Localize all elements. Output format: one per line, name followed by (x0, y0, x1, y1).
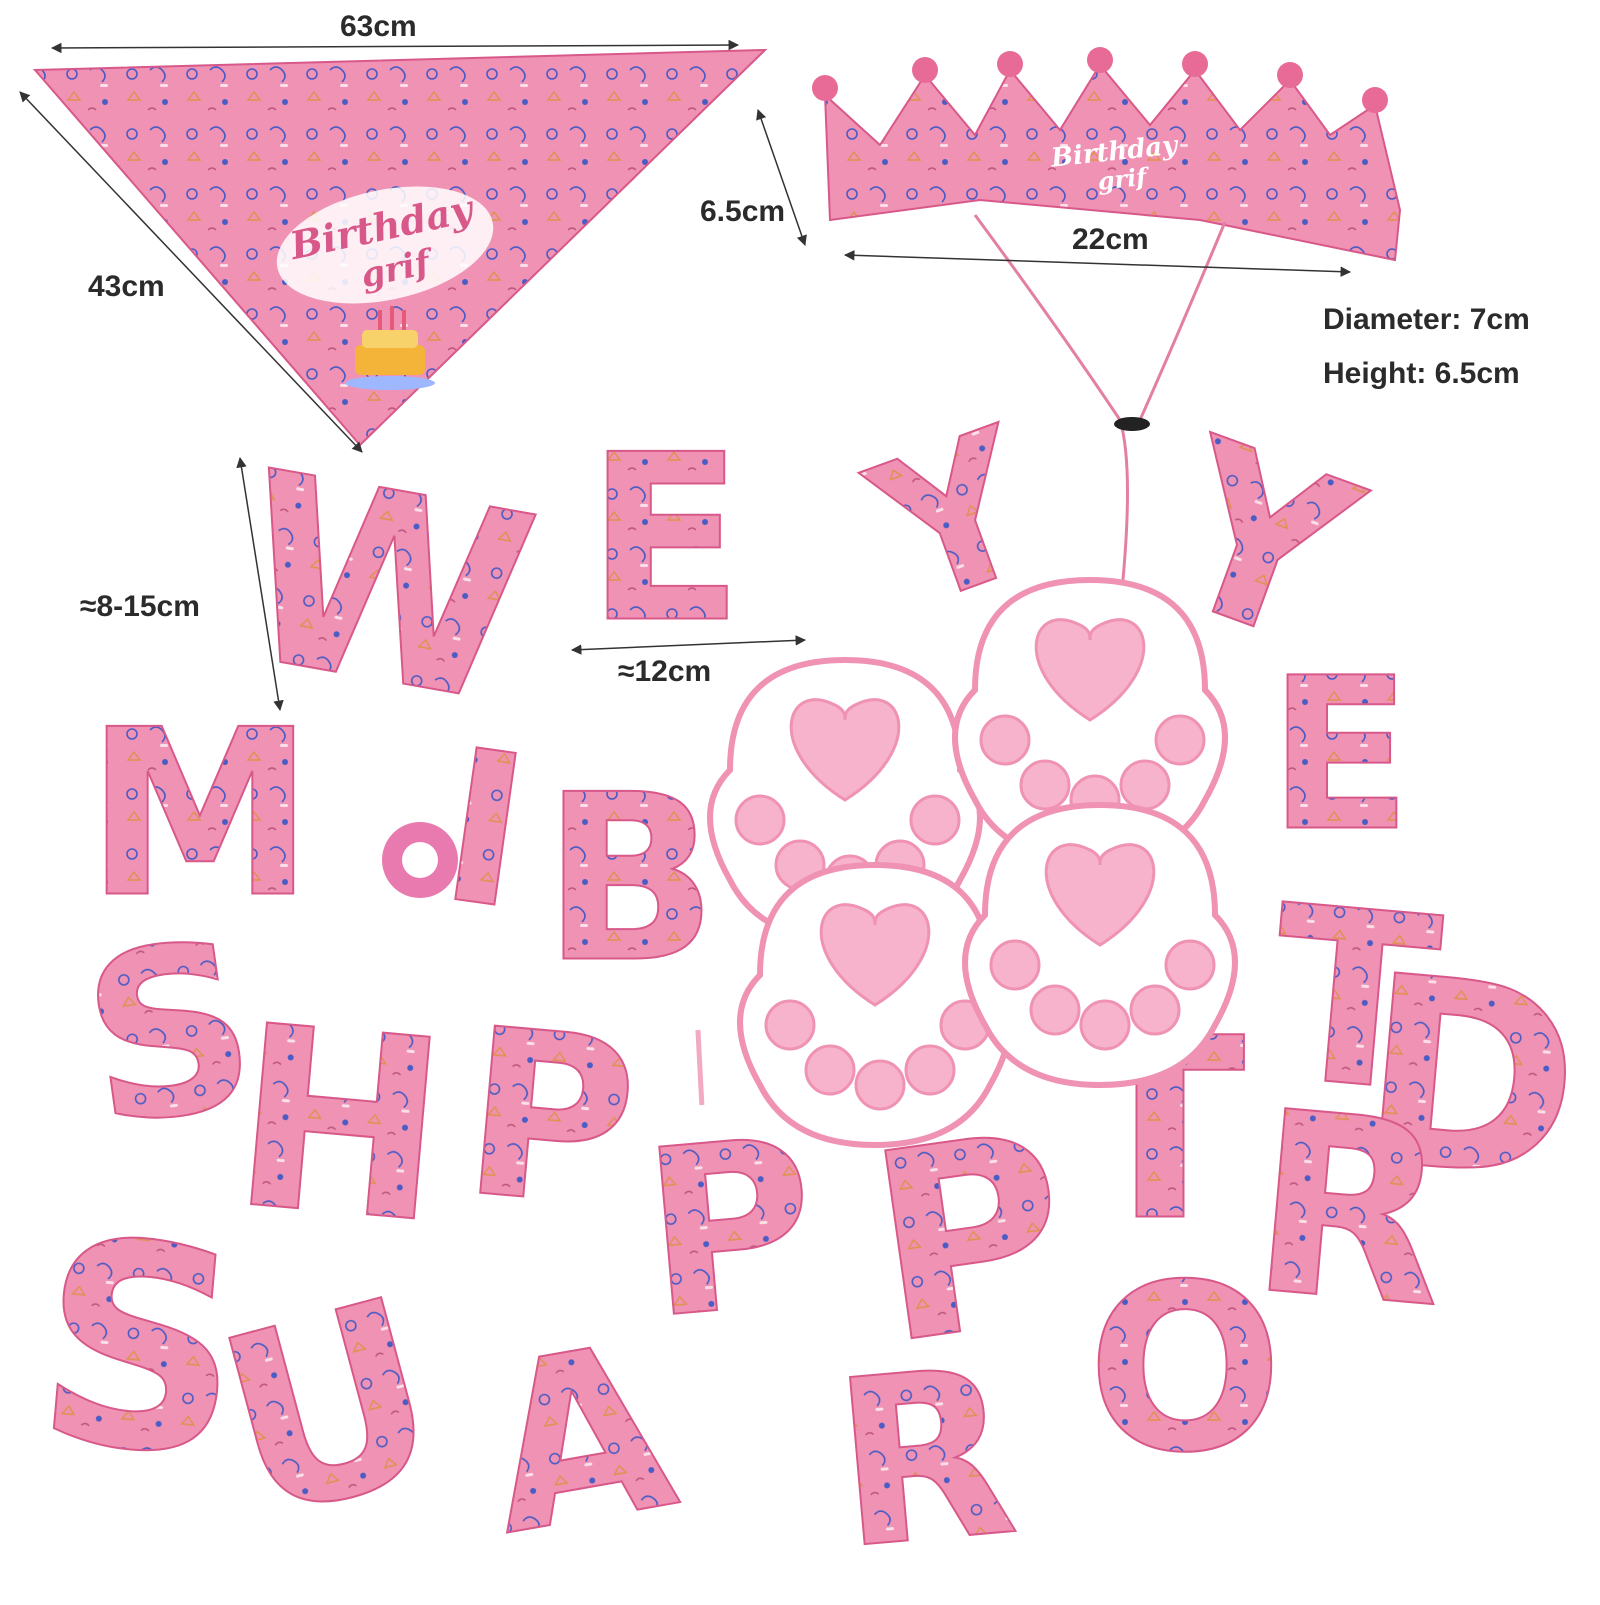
letter-cutout-o: O (1087, 1237, 1283, 1504)
paw-print-icon (952, 576, 1228, 864)
cake-icon (345, 306, 435, 390)
letter-width-arrow (570, 635, 807, 655)
letter-cutout-r: R (825, 1319, 1025, 1600)
letter-cutout-e: E (586, 407, 743, 674)
letter-cutout-r: R (1241, 1057, 1458, 1364)
crown: Birthday grif (812, 47, 1402, 611)
letter-cutout-t: T (1261, 853, 1448, 1146)
crown-width-label: 22cm (1072, 223, 1149, 256)
crown-height-arrow (756, 109, 807, 246)
letter-cutout-s: S (69, 891, 270, 1178)
crown-height-label: Height: 6.5cm (1323, 357, 1520, 390)
crown-width-arrow (843, 250, 1352, 277)
letter-cutout-b: B (542, 747, 717, 1014)
letter-cutout-p: P (454, 980, 645, 1261)
letter-cutout-u: U (194, 1243, 465, 1577)
bandana-width-label: 63cm (340, 10, 417, 43)
ribbon-spool (382, 822, 458, 898)
crown-diameter-label: Diameter: 7cm (1323, 303, 1530, 336)
bandana-side-label: 43cm (88, 270, 165, 303)
letter-cutout-p: P (634, 1090, 825, 1371)
ribbon-strip (695, 1029, 705, 1106)
bandana-width-arrow (50, 39, 740, 54)
paw-print-icon (962, 801, 1238, 1089)
letter-cutout-m: M (86, 682, 315, 949)
letter-cutout-h: H (223, 971, 457, 1279)
paw-prints (707, 576, 1238, 1149)
letter-width-label: ≈12cm (618, 655, 712, 688)
string-stopper (1114, 417, 1150, 431)
letter-cutout-w: W (218, 416, 553, 763)
bandana: Birthday grif (32, 48, 768, 447)
paw-print-icon (737, 861, 1013, 1149)
crown-height-dim-label: 6.5cm (700, 195, 786, 228)
letter-cutout-d: D (1349, 920, 1590, 1240)
bandana-side-arrow (19, 91, 363, 453)
crown-badge-line2: grif (1096, 162, 1151, 196)
letter-cutout-e: E (1268, 633, 1411, 878)
letter-height-label: ≈8-15cm (80, 590, 200, 623)
letter-height-arrow (236, 456, 284, 712)
letter-cutout-s: S (25, 1179, 254, 1521)
